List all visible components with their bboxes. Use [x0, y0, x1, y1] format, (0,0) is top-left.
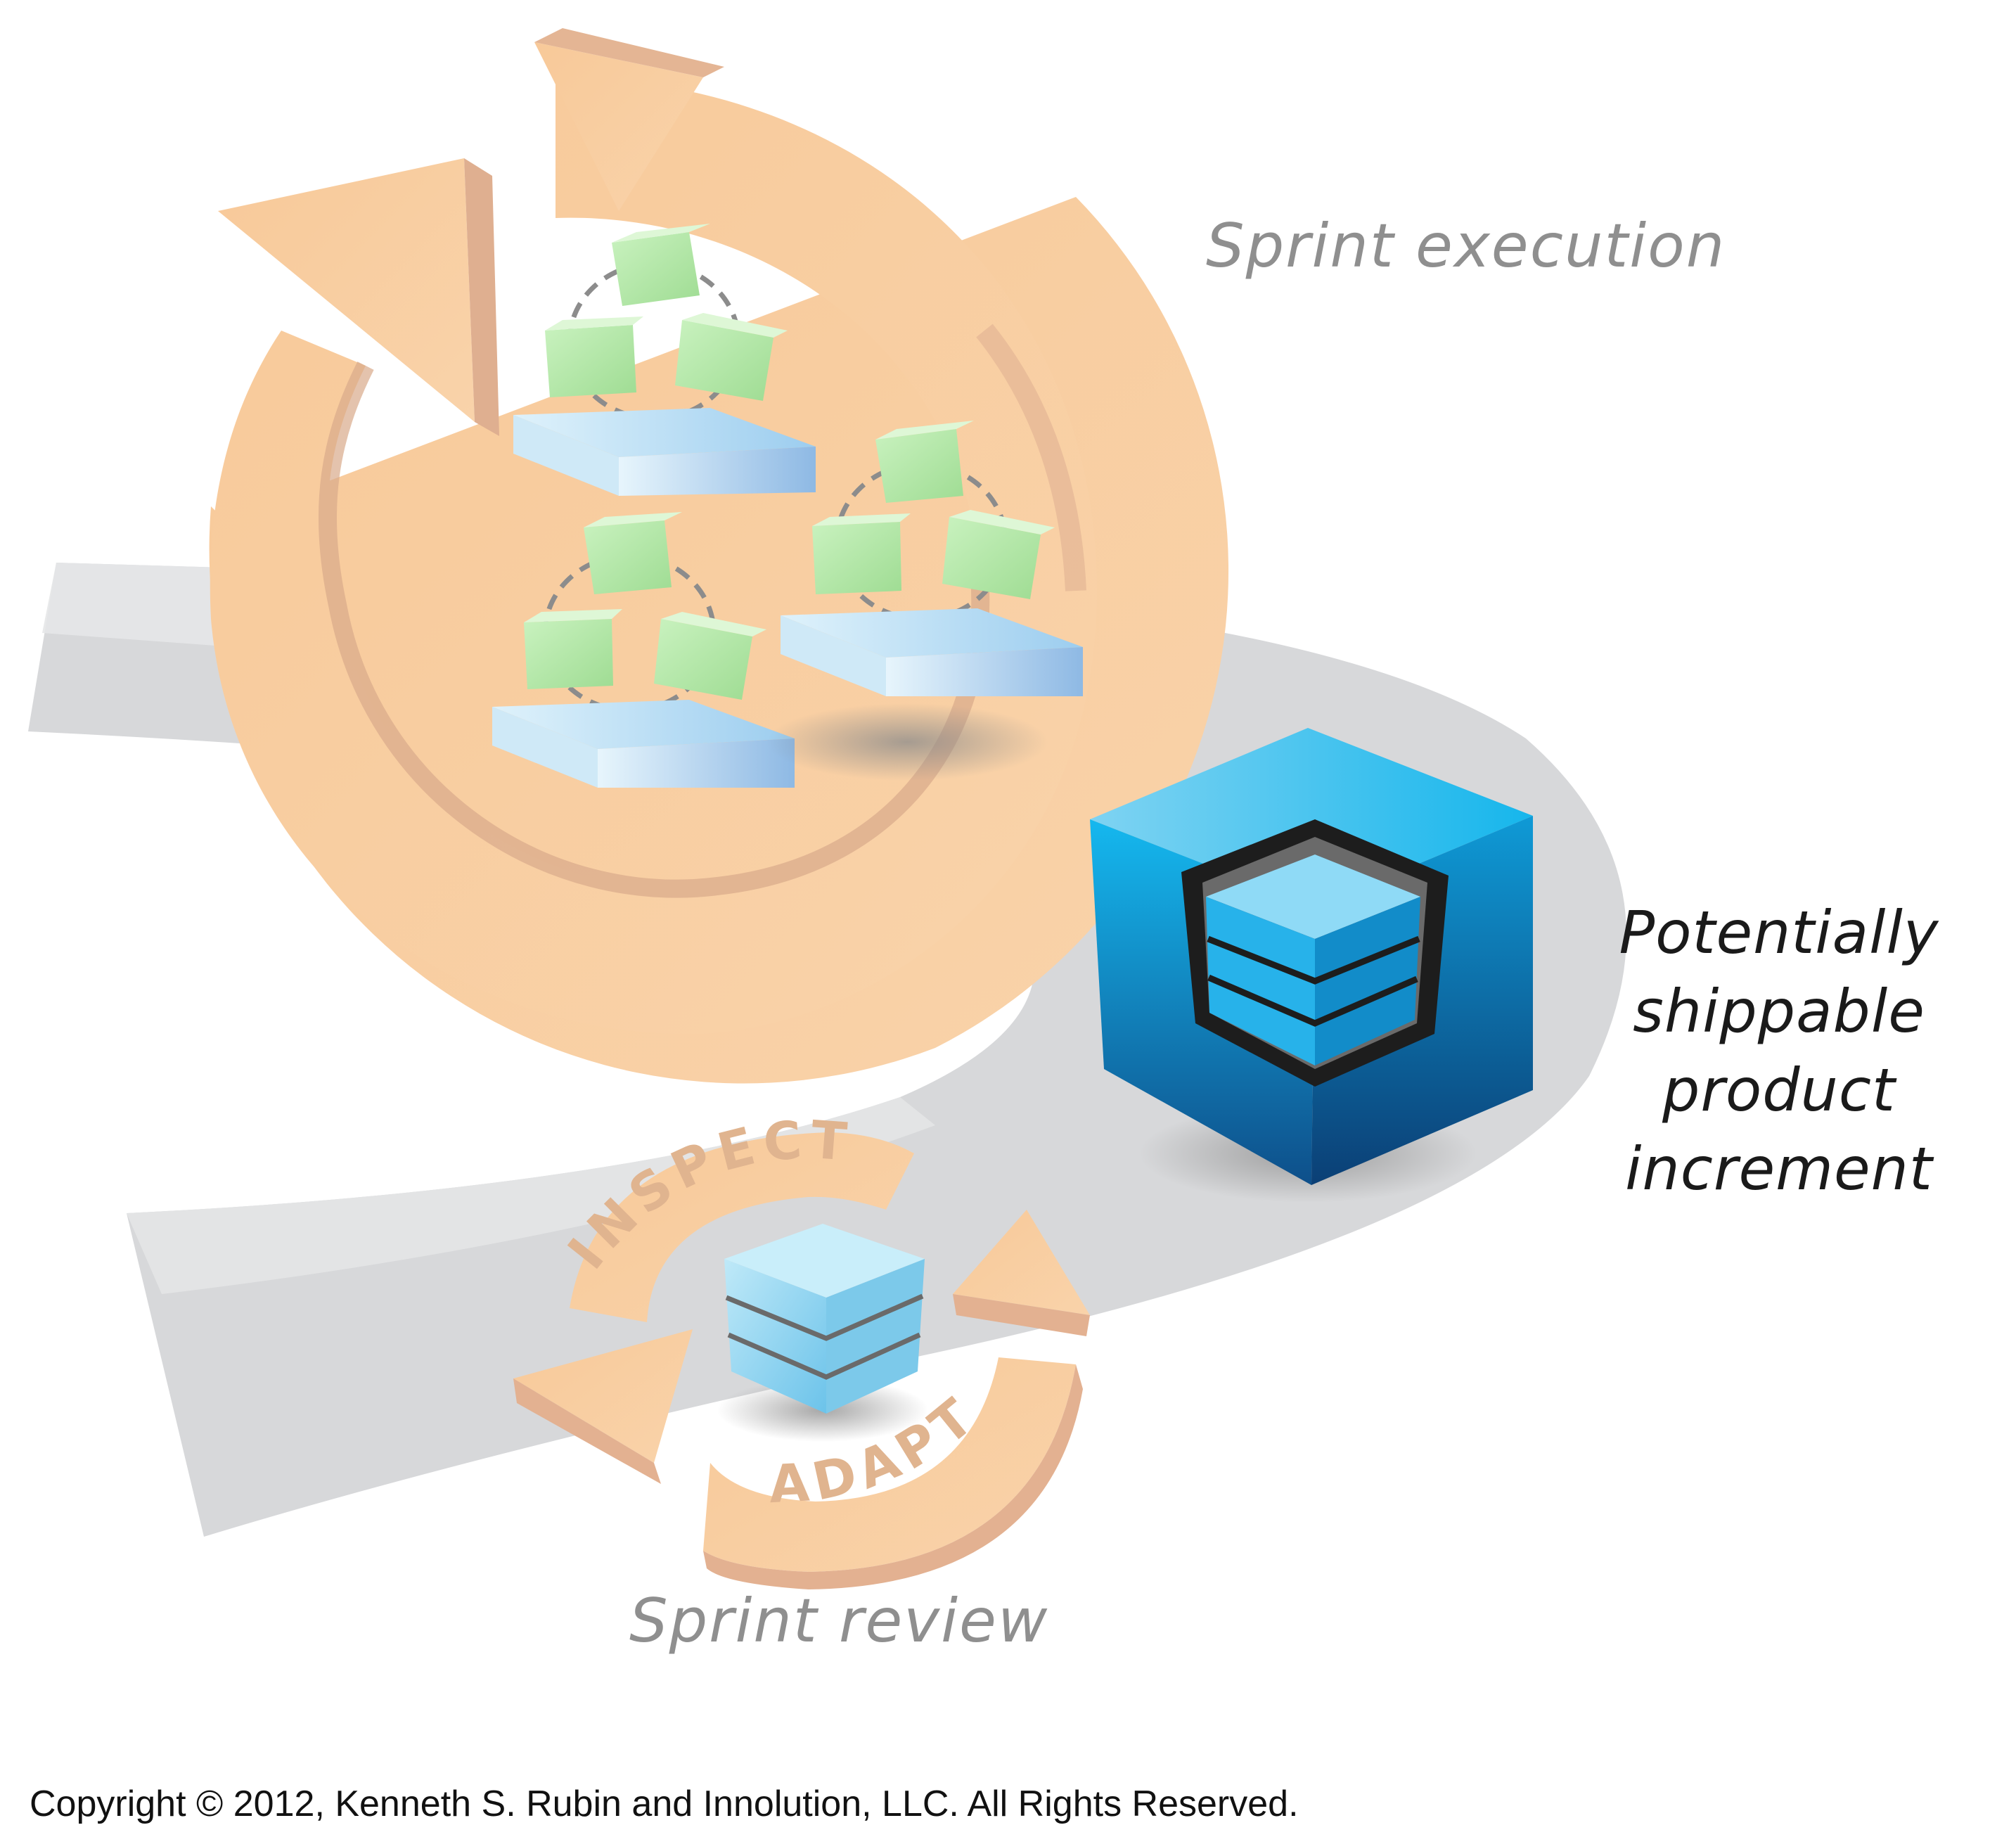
green-cube [942, 510, 1055, 599]
green-cube [612, 224, 710, 306]
task-group-1 [513, 224, 816, 496]
green-cube [675, 313, 788, 401]
sprint-review-label: Sprint review [629, 1586, 1049, 1656]
green-cube [654, 612, 766, 700]
sprint-execution-cycle-arrow [209, 28, 1229, 1084]
increment-label-line-3: increment [1625, 1134, 1933, 1203]
sprint-execution-label: Sprint execution [1206, 211, 1726, 281]
green-cube [524, 609, 622, 689]
green-cube [545, 316, 643, 397]
task-group-2 [781, 421, 1083, 696]
green-cube [812, 513, 911, 594]
increment-label-line-2: shippable product [1633, 977, 1925, 1125]
copyright-notice: Copyright © 2012, Kenneth S. Rubin and I… [30, 1784, 1299, 1824]
increment-label: Potentially shippable product increment [1547, 893, 2011, 1208]
increment-cube [1090, 728, 1533, 1203]
task-group-3 [492, 512, 795, 788]
increment-label-line-1: Potentially [1619, 898, 1939, 967]
green-cube [584, 512, 682, 594]
green-cube [875, 421, 974, 503]
backlog-item-groups [492, 224, 1083, 788]
